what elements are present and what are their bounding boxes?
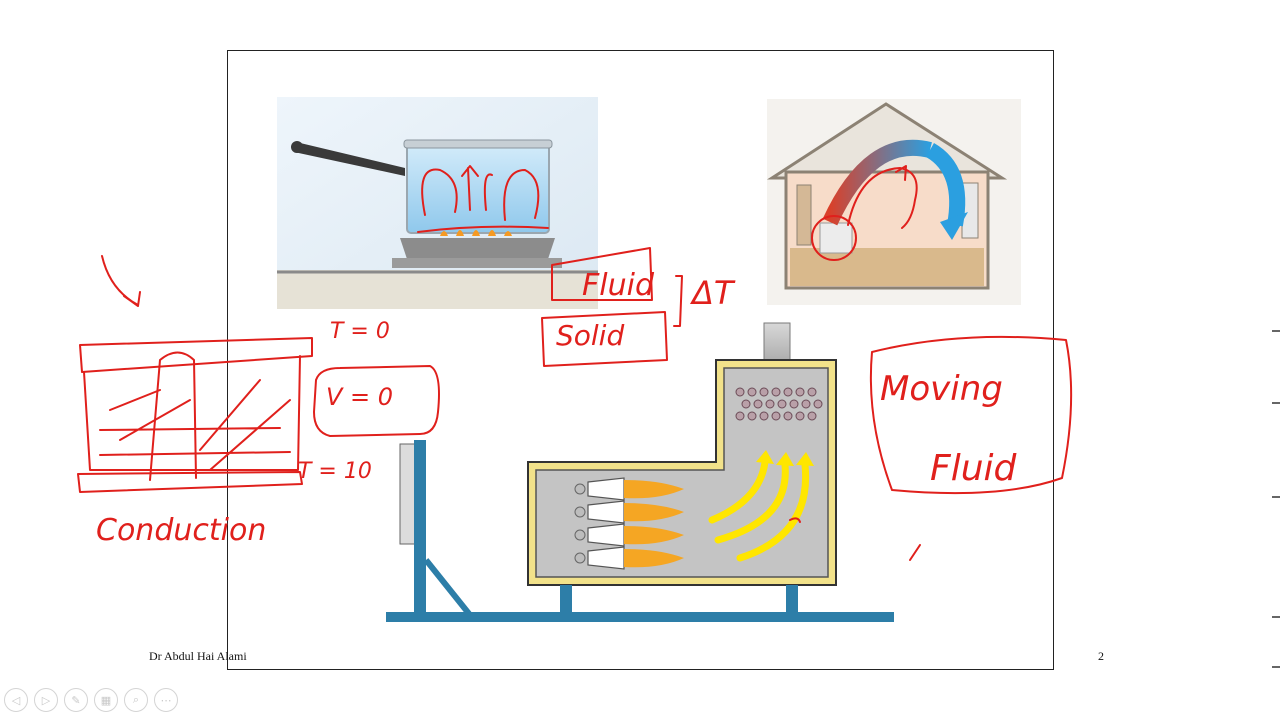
pen-tool-button[interactable]: ✎ bbox=[64, 688, 88, 712]
magnifier-icon: ⌕ bbox=[132, 693, 140, 706]
pen-icon: ✎ bbox=[71, 693, 81, 707]
edge-mark bbox=[1272, 666, 1280, 668]
arrow-right-icon: ▷ bbox=[41, 693, 51, 707]
previous-slide-button[interactable]: ◁ bbox=[4, 688, 28, 712]
more-options-button[interactable]: ⋯ bbox=[154, 688, 178, 712]
slides-view-button[interactable]: ▦ bbox=[94, 688, 118, 712]
edge-mark bbox=[1272, 496, 1280, 498]
house-convection-image bbox=[766, 99, 1021, 305]
zoom-button[interactable]: ⌕ bbox=[124, 688, 148, 712]
right-edge-panel-marks bbox=[1272, 320, 1280, 680]
grid-icon: ▦ bbox=[100, 693, 112, 707]
slide-page-number: 2 bbox=[1098, 649, 1104, 663]
pot-on-stove-image bbox=[277, 97, 598, 309]
arrow-left-icon: ◁ bbox=[11, 693, 21, 707]
edge-mark bbox=[1272, 402, 1280, 404]
presenter-toolbar: ◁ ▷ ✎ ▦ ⌕ ⋯ bbox=[4, 688, 178, 716]
next-slide-button[interactable]: ▷ bbox=[34, 688, 58, 712]
footer-author: Dr Abdul Hai Alami bbox=[149, 649, 247, 663]
furnace-image bbox=[386, 322, 894, 622]
edge-mark bbox=[1272, 330, 1280, 332]
edge-mark bbox=[1272, 616, 1280, 618]
ellipsis-icon: ⋯ bbox=[160, 693, 172, 707]
